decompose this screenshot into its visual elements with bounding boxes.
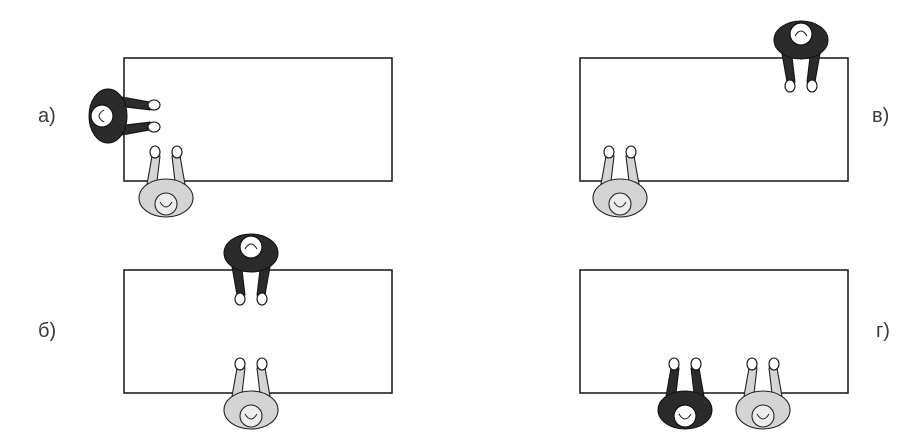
panel-a xyxy=(89,58,392,217)
panel-v xyxy=(580,21,848,217)
table-g xyxy=(580,270,848,393)
panel-label-v: в) xyxy=(872,105,889,128)
panel-b xyxy=(124,234,392,429)
table-a xyxy=(124,58,392,181)
panel-label-b: б) xyxy=(38,320,56,343)
panel-label-a: а) xyxy=(38,105,56,128)
panel-g xyxy=(580,270,848,429)
panel-label-g: г) xyxy=(876,320,890,343)
